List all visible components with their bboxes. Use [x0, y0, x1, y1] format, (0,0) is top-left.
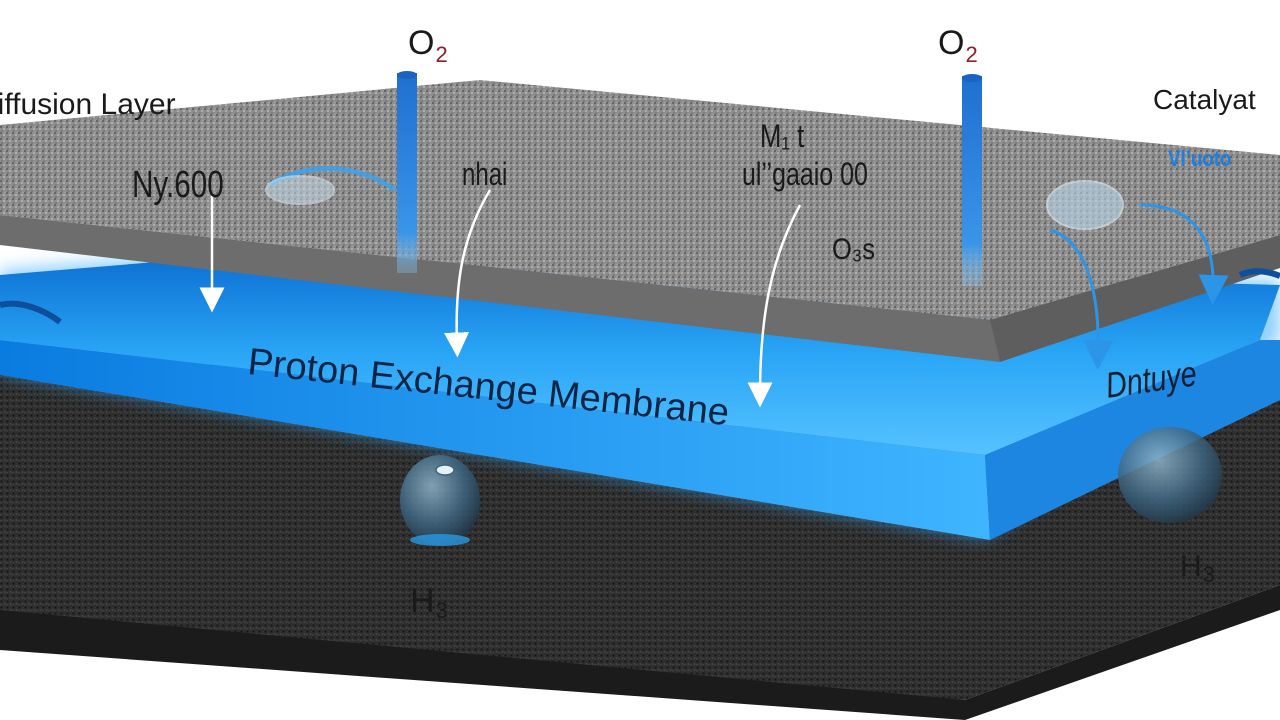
bottom-layer-edge — [0, 585, 1280, 720]
o2-inlet-tube-right — [962, 76, 982, 286]
h3-left-base: H — [410, 582, 435, 620]
bubble — [265, 175, 335, 205]
water-droplet-right — [1118, 427, 1222, 523]
h3-right-base: H — [1180, 550, 1202, 583]
bubble — [1046, 180, 1124, 230]
gdl-front-edge — [0, 215, 1000, 362]
gdl-right-edge — [990, 235, 1280, 362]
catalyst-sublabel: Vl’uoto — [1168, 146, 1232, 171]
diffusion-layer-label: Diffusion Layer — [0, 88, 176, 121]
label-ny600: Ny.600 — [132, 164, 224, 206]
label-ul: ul’’gaaio 00 — [742, 156, 868, 192]
flow-arrow-3 — [747, 204, 802, 408]
label-o3s: O₃s — [832, 233, 875, 266]
gas-diffusion-layer — [0, 80, 1280, 320]
label-nhai: nhai — [462, 156, 508, 192]
catalyst-label: Catalyat — [1153, 84, 1256, 115]
o2-label-left: O2 — [408, 24, 448, 66]
o2-right-subscript: 2 — [965, 42, 978, 67]
blue-flow-arrow-2 — [1049, 228, 1114, 370]
h3-label-right: H3 — [1180, 550, 1215, 586]
h3-right-subscript: 3 — [1202, 562, 1215, 587]
membrane-right-edge — [985, 340, 1280, 540]
side-swoosh-right — [1238, 268, 1280, 279]
flow-arrow-2 — [444, 189, 492, 358]
h3-label-left: H3 — [410, 582, 448, 622]
o2-left-base: O — [408, 24, 435, 62]
membrane-front-edge — [0, 340, 990, 540]
o2-label-right: O2 — [938, 24, 978, 66]
o2-inlet-tube-left — [397, 73, 417, 273]
h3-left-subscript: 3 — [435, 598, 448, 623]
label-m1: M₁ t — [760, 118, 805, 154]
blue-flow-arrow-3 — [1139, 203, 1229, 305]
side-swoosh-left — [0, 300, 62, 325]
o2-right-base: O — [938, 24, 965, 62]
o2-left-subscript: 2 — [435, 42, 448, 67]
water-droplet-left — [400, 455, 480, 545]
